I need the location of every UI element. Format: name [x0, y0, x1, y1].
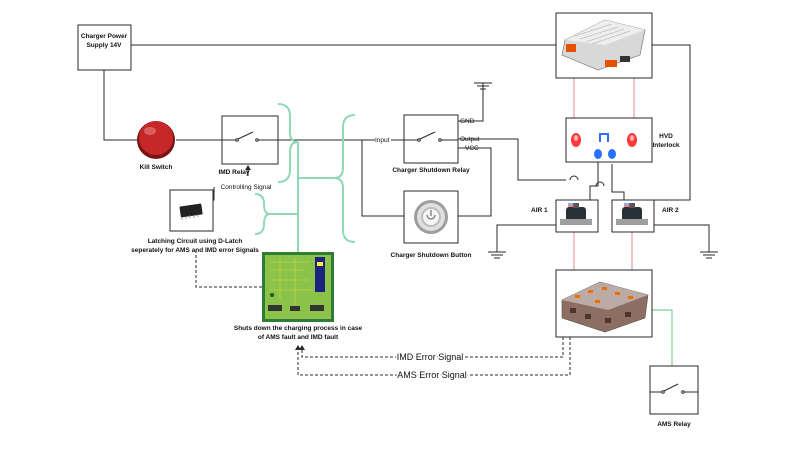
ground-symbol-gnd — [474, 82, 492, 90]
imd-relay-label: IMD Relay — [218, 169, 249, 176]
air2-contactor-icon — [616, 203, 648, 225]
kill-switch-label: Kill Switch — [140, 164, 173, 171]
ams-relay-label: AMS Relay — [657, 421, 691, 428]
charger-power-supply-label-1: Charger Power — [81, 33, 128, 40]
air1-contactor-icon — [560, 203, 592, 225]
ams-relay-switch-icon — [650, 383, 698, 394]
error-signal-lines — [195, 250, 571, 376]
pcb-caption-2: of AMS fault and IMD fault — [258, 334, 339, 341]
accumulator-icon — [561, 281, 649, 333]
shutdown-button-box — [403, 190, 459, 244]
shutdown-relay-box — [403, 114, 459, 164]
high-voltage-wiring — [573, 78, 635, 270]
hvd-led-icons — [571, 133, 637, 159]
imd-error-signal-label: IMD Error Signal — [397, 352, 464, 362]
ams-error-signal-label: AMS Error Signal — [397, 370, 467, 380]
ic-chip-icon — [179, 203, 203, 220]
latching-circuit-label-1: Latching Circuit using D-Latch — [148, 238, 243, 245]
shutdown-relay-label: Charger Shutdown Relay — [392, 167, 470, 174]
charger-unit-icon — [561, 19, 646, 71]
hvd-interlock-label-2: Interlock — [652, 142, 679, 149]
air2-label: AIR 2 — [662, 207, 679, 214]
input-label: Input — [375, 137, 390, 144]
signal-bracket-group — [254, 103, 356, 252]
shutdown-button-label: Charger Shutdown Button — [391, 252, 472, 259]
arrowheads — [245, 165, 305, 350]
charger-power-supply-label-2: Supply 14V — [86, 42, 122, 49]
charger-power-supply-box — [77, 24, 132, 71]
ams-relay-wire — [652, 309, 673, 366]
wire-crossings — [569, 175, 605, 187]
low-voltage-wiring — [103, 44, 710, 252]
kill-switch-icon — [137, 121, 175, 159]
ground-symbol-air2 — [700, 251, 718, 259]
push-button-icon — [414, 200, 448, 234]
control-pcb-board — [262, 252, 334, 322]
gnd-label: GND — [460, 118, 475, 125]
ams-relay-box — [649, 365, 699, 415]
ground-symbol-air1 — [488, 251, 506, 259]
pcb-caption-1: Shuts down the charging process in case — [234, 325, 363, 332]
imd-relay-switch-icon — [222, 131, 278, 142]
vcc-label: VCC — [465, 145, 479, 152]
air1-label: AIR 1 — [531, 207, 548, 214]
shutdown-relay-switch-icon — [404, 131, 458, 142]
latching-circuit-label-2: seperately for AMS and IMD error Signals — [131, 247, 259, 254]
hvd-interlock-label-1: HVD — [659, 133, 673, 140]
output-label: Output — [460, 136, 480, 143]
controlling-signal-label: Controlling Signal — [221, 184, 273, 191]
